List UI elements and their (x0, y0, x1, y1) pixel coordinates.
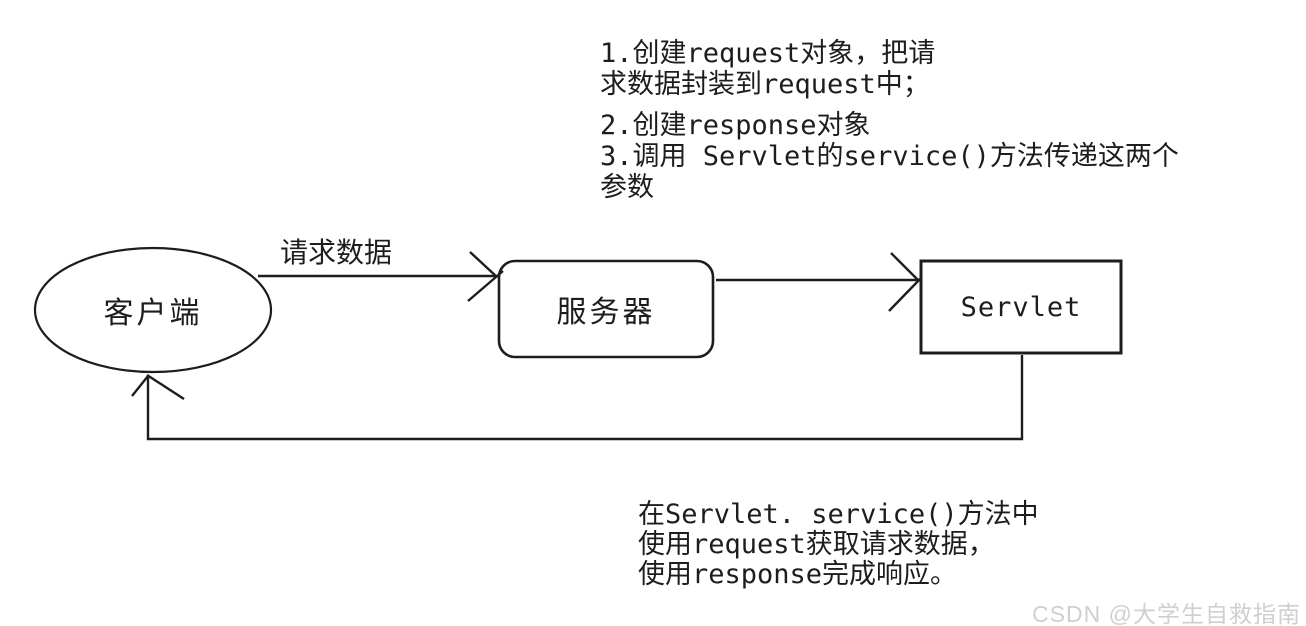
servlet-box-shape (919, 259, 1123, 355)
forward-arrow (716, 252, 922, 312)
client-node-label: 客户端 (103, 296, 203, 331)
server-node-label: 服务器 (556, 295, 656, 330)
request-arrow (258, 251, 504, 302)
client-ellipse-shape (33, 246, 273, 374)
servlet-node-label: Servlet (960, 291, 1082, 323)
bottom-note: 在Servlet. service()方法中 使用request获取请求数据， … (638, 499, 1039, 590)
top-note-part2: 2.创建response对象 3.调用 Servlet的service()方法传… (600, 110, 1179, 203)
top-note-part1: 1.创建request对象，把请 求数据封装到request中； (600, 38, 936, 100)
server-box-shape (497, 259, 715, 359)
response-arrow (131, 355, 1024, 441)
request-edge-label: 请求数据 (280, 236, 393, 269)
watermark-text: CSDN @大学生自救指南 (1032, 601, 1301, 626)
